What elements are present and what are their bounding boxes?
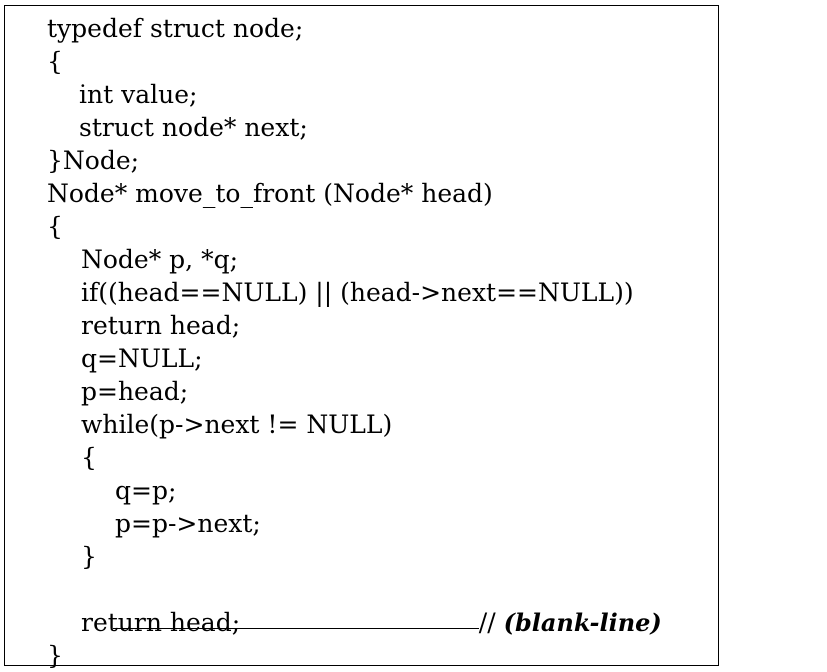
code-line-while: while(p->next != NULL) xyxy=(81,410,393,439)
code-line-open-brace: { xyxy=(47,47,63,76)
blank-line-note: (blank-line) xyxy=(503,608,662,637)
blank-line-row: // (blank-line) xyxy=(81,573,662,637)
code-line-p-next: p=p->next; xyxy=(115,509,261,538)
code-line-return-head: return head; xyxy=(81,311,241,340)
code-line-q-equals-p: q=p; xyxy=(115,476,177,505)
code-line-declare-pointers: Node* p, *q; xyxy=(81,245,238,274)
blank-line-comment: // xyxy=(478,608,496,637)
code-line-function-close-brace: } xyxy=(47,641,63,670)
blank-underline xyxy=(112,606,479,629)
code-line-p-head: p=head; xyxy=(81,377,189,406)
code-line-while-open-brace: { xyxy=(81,443,97,472)
code-line-typedef: typedef struct node; xyxy=(47,14,304,43)
code-line-struct-next: struct node* next; xyxy=(79,113,308,142)
code-line-q-null: q=NULL; xyxy=(81,344,203,373)
code-box: typedef struct node; { int value; struct… xyxy=(4,5,719,670)
code-line-final-return: return head; xyxy=(81,608,241,637)
code-line-if-condition: if((head==NULL) || (head->next==NULL)) xyxy=(81,278,634,307)
code-line-while-close-brace: } xyxy=(81,542,97,571)
code-line-int-value: int value; xyxy=(79,80,198,109)
code-line-close-node: }Node; xyxy=(47,146,140,175)
code-line-function-signature: Node* move_to_front (Node* head) xyxy=(47,179,493,208)
code-line-function-open-brace: { xyxy=(47,212,63,241)
